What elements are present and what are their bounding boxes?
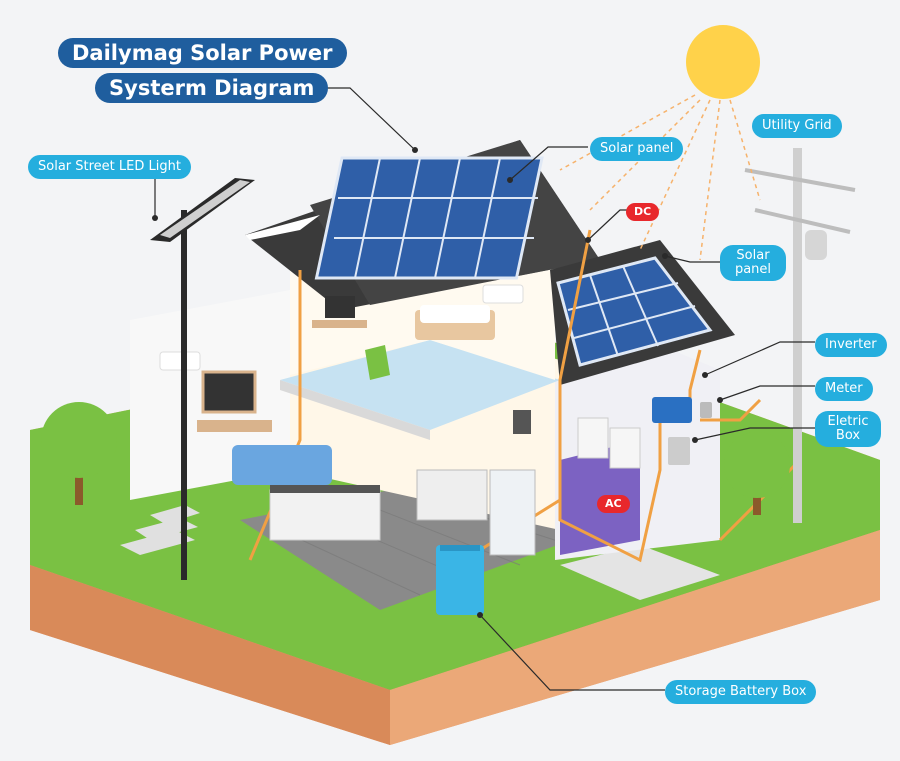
utility-pole [744, 148, 856, 523]
sun-rays [559, 94, 761, 261]
side-solar-panel [556, 256, 713, 367]
washer-2 [609, 427, 641, 469]
label-inverter: Inverter [815, 333, 887, 357]
label-storage-battery: Storage Battery Box [665, 680, 817, 704]
main-panel-grid [334, 157, 538, 279]
label-street-light: Solar Street LED Light [28, 155, 191, 179]
label-ac: AC [597, 495, 630, 513]
tv [201, 370, 257, 414]
tree-left [41, 402, 117, 505]
washer-1 [577, 417, 609, 459]
label-dc: DC [626, 203, 660, 221]
leader-dots [152, 147, 723, 618]
tree-right [724, 432, 790, 515]
label-electric-box: Eletric Box [815, 411, 881, 447]
street-light [150, 178, 255, 580]
chair [365, 345, 390, 380]
wall-panel [513, 410, 531, 434]
label-solar-panel-side: Solar panel [720, 245, 786, 281]
main-solar-panel [314, 156, 544, 280]
meter-device [700, 402, 712, 418]
label-meter: Meter [815, 377, 873, 401]
fridge [489, 469, 536, 556]
label-solar-panel-top: Solar panel [590, 137, 684, 161]
label-utility-grid: Utility Grid [752, 114, 842, 138]
title-line-1: Dailymag Solar Power [58, 38, 347, 68]
electric-box-device [668, 437, 690, 465]
tv-cabinet [197, 420, 272, 432]
inverter-device [652, 397, 692, 423]
stove [416, 469, 488, 521]
kitchen-counter [269, 489, 381, 541]
sun-icon [686, 25, 760, 99]
ac-unit-upper [482, 284, 524, 304]
desk [312, 320, 367, 328]
storage-battery-device [436, 545, 484, 615]
ac-unit-lower [159, 351, 201, 371]
sofa [232, 445, 332, 485]
monitor [325, 296, 355, 318]
upper-floor [280, 340, 560, 430]
title-line-2: Systerm Diagram [95, 73, 329, 103]
